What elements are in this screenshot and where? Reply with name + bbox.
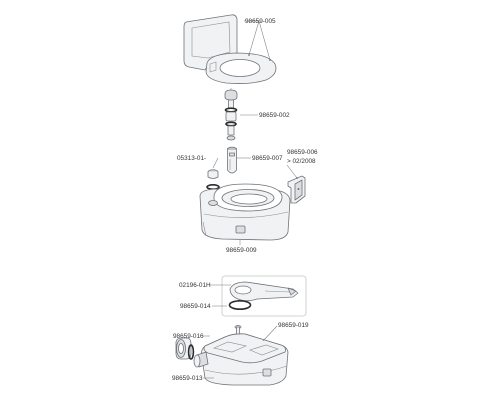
- drain-cap-ring: [187, 344, 195, 360]
- label-fitting-left: 05313-01-: [177, 155, 206, 162]
- label-lower-tank: 98659-019: [278, 322, 309, 329]
- valve-knob: [224, 89, 238, 101]
- label-valve-tube: 98659-007: [252, 155, 283, 162]
- fitting-left: [206, 169, 220, 191]
- label-cap-lower: 98659-013: [172, 375, 203, 382]
- label-upper-tank: 98659-009: [226, 247, 257, 254]
- seat-hinge: [209, 61, 217, 73]
- side-bracket: [287, 175, 306, 204]
- slide-valve-frame: [221, 275, 307, 317]
- label-valve-assembly: 98659-002: [259, 112, 290, 119]
- slide-valve-group: [221, 275, 307, 317]
- label-seat-lid: 98659-005: [245, 18, 276, 25]
- upper-tank-fill-cap: [208, 200, 218, 206]
- valve-o-ring-1: [224, 107, 238, 113]
- lower-tank-level-window: [262, 368, 272, 377]
- label-cap-upper: 98659-016: [173, 333, 204, 340]
- leader-lines: [203, 20, 298, 379]
- valve-stem: [228, 99, 234, 109]
- label-bracket-line2: > 02/2008: [287, 158, 316, 165]
- label-slide-valve: 02196-01H: [179, 282, 211, 289]
- valve-body: [225, 111, 237, 122]
- valve-o-ring-2: [225, 121, 237, 127]
- upper-tank: [199, 183, 291, 241]
- seat-lid-assembly: [183, 14, 277, 84]
- slide-valve-seal: [228, 299, 252, 310]
- seat-opening: [219, 59, 261, 77]
- lower-tank: [193, 333, 289, 386]
- callout-labels: 98659-005 98659-002 05313-01- 98659-007 …: [172, 18, 318, 382]
- label-bracket-line1: 98659-006: [287, 149, 318, 156]
- valve-tube: [227, 146, 237, 174]
- fitting-o-ring: [206, 184, 220, 191]
- lower-tank-screw: [234, 325, 242, 335]
- upper-tank-handle-recess: [235, 225, 246, 234]
- drain-cap-group: [175, 337, 195, 360]
- label-slide-seal: 98659-014: [180, 303, 211, 310]
- valve-spring: [227, 125, 235, 136]
- valve-base: [226, 135, 236, 141]
- valve-assembly: [224, 88, 238, 141]
